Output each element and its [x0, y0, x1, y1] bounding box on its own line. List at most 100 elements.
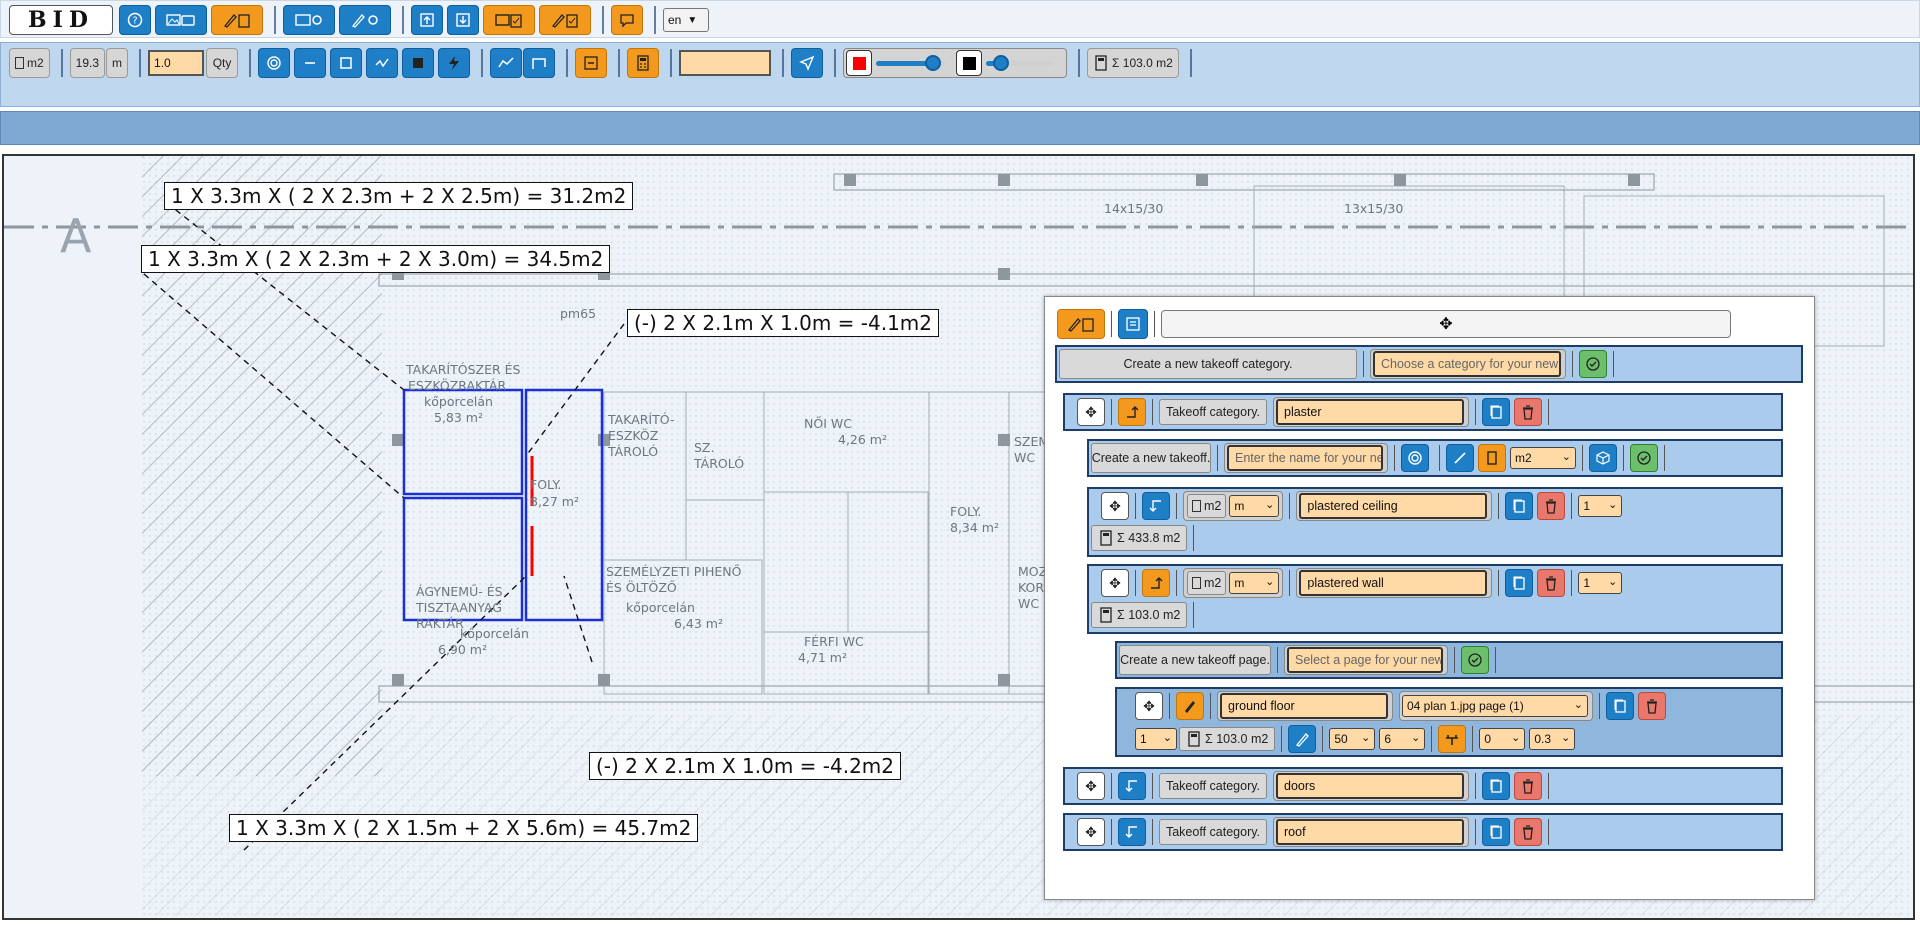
category-name-input[interactable]: Choose a category for your new	[1373, 351, 1561, 377]
collapse-button[interactable]	[1118, 398, 1146, 426]
line-tool-button[interactable]	[294, 48, 327, 78]
area-unit-toggle[interactable]: m2	[9, 48, 50, 78]
page-name-input[interactable]: ground floor	[1220, 693, 1388, 719]
app-logo[interactable]: BID	[9, 5, 113, 35]
expand-button[interactable]	[1118, 818, 1146, 846]
line-type-button[interactable]	[1446, 444, 1474, 472]
category-name-input[interactable]: doors	[1276, 773, 1464, 799]
length-unit-select[interactable]: m	[1229, 495, 1280, 517]
copy-button[interactable]	[1482, 772, 1510, 800]
drag-handle[interactable]: ✥	[1161, 310, 1731, 338]
copy-button[interactable]	[1482, 818, 1510, 846]
language-select[interactable]: en▼	[663, 8, 709, 32]
copy-button[interactable]	[1482, 398, 1510, 426]
move-button[interactable]: ✥	[1077, 398, 1105, 426]
offset-select-2[interactable]: 0.3	[1529, 728, 1576, 750]
count-value: 1	[1583, 576, 1591, 590]
slider-knob[interactable]	[925, 55, 942, 71]
polyline-extend-button[interactable]	[490, 48, 523, 78]
move-button[interactable]: ✥	[1101, 492, 1129, 520]
measurement-label[interactable]: (-) 2 X 2.1m X 1.0m = -4.1m2	[627, 309, 940, 337]
delete-button[interactable]	[1514, 398, 1542, 426]
copy-button[interactable]	[1505, 492, 1534, 520]
image-check-button[interactable]	[483, 5, 535, 35]
slider-knob[interactable]	[993, 55, 1010, 71]
measurement-label[interactable]: 1 X 3.3m X ( 2 X 1.5m + 2 X 5.6m) = 45.7…	[229, 814, 699, 842]
upload-button[interactable]	[411, 5, 443, 35]
pencil-clipboard-button[interactable]	[1057, 309, 1105, 339]
separator	[1571, 570, 1573, 596]
expand-button[interactable]	[1118, 772, 1146, 800]
help-button[interactable]: ?	[119, 5, 151, 35]
polyline-tool-button[interactable]	[366, 48, 399, 78]
collapse-button[interactable]	[1142, 569, 1170, 597]
copy-button[interactable]	[1606, 692, 1634, 720]
page-count-select[interactable]: 1	[1135, 728, 1177, 750]
deduct-button[interactable]	[575, 48, 608, 78]
send-button[interactable]	[791, 48, 824, 78]
length-value: 19.3	[69, 48, 106, 78]
delete-button[interactable]	[1537, 569, 1566, 597]
list-button[interactable]	[1118, 309, 1148, 339]
confirm-category-button[interactable]	[1579, 350, 1607, 378]
area-tool-button[interactable]	[258, 48, 291, 78]
copy-button[interactable]	[1505, 569, 1534, 597]
category-name-input[interactable]: plaster	[1276, 399, 1464, 425]
move-button[interactable]: ✥	[1101, 569, 1129, 597]
length-unit-select[interactable]: m	[1229, 572, 1280, 594]
count-select[interactable]: 1	[1578, 495, 1623, 517]
delete-button[interactable]	[1514, 818, 1542, 846]
count-select[interactable]: 1	[1578, 572, 1623, 594]
open-images-button[interactable]	[155, 5, 207, 35]
comment-button[interactable]	[611, 5, 643, 35]
move-button[interactable]: ✥	[1077, 818, 1105, 846]
page-file-select[interactable]: 04 plan 1.jpg page (1)	[1402, 695, 1588, 717]
expand-button[interactable]	[1142, 492, 1170, 520]
move-button[interactable]: ✥	[1135, 692, 1163, 720]
page-name-wrap: ground floor	[1217, 691, 1393, 721]
primary-color-swatch[interactable]	[846, 50, 873, 76]
move-button[interactable]: ✥	[1077, 772, 1105, 800]
edit-clipboard-button[interactable]	[211, 5, 263, 35]
page-select-input[interactable]: Select a page for your new takec	[1287, 647, 1443, 673]
polyline-edit-button[interactable]	[523, 48, 556, 78]
fill-tool-button[interactable]	[402, 48, 435, 78]
scale-button[interactable]	[1288, 725, 1317, 753]
qty-input[interactable]: 1.0	[148, 50, 205, 76]
measurement-label[interactable]: 1 X 3.3m X ( 2 X 2.3m + 2 X 3.0m) = 34.5…	[141, 245, 611, 273]
area-type-button[interactable]	[1401, 444, 1429, 472]
takeoff-name-input[interactable]: plastered wall	[1299, 570, 1488, 596]
category-name-input[interactable]: roof	[1276, 819, 1464, 845]
trash-icon	[1546, 499, 1557, 514]
scale-select-1[interactable]: 50	[1329, 728, 1376, 750]
unit-toggle[interactable]: m2	[1187, 571, 1227, 595]
takeoff-unit-select[interactable]: m2	[1510, 447, 1576, 469]
text-input[interactable]	[679, 50, 772, 76]
secondary-color-swatch[interactable]	[956, 50, 983, 76]
takeoff-name-input[interactable]: plastered ceiling	[1299, 493, 1488, 519]
confirm-page-button[interactable]	[1461, 646, 1489, 674]
confirm-takeoff-button[interactable]	[1630, 444, 1658, 472]
image-settings-button[interactable]	[283, 5, 335, 35]
pencil-settings-button[interactable]	[339, 5, 391, 35]
primary-opacity-slider[interactable]	[874, 51, 952, 75]
quick-tool-button[interactable]	[438, 48, 471, 78]
rectangle-tool-button[interactable]	[330, 48, 363, 78]
delete-button[interactable]	[1514, 772, 1542, 800]
scale-select-2[interactable]: 6	[1379, 728, 1426, 750]
delete-button[interactable]	[1537, 492, 1566, 520]
secondary-opacity-slider[interactable]	[984, 51, 1060, 75]
pencil-check-button[interactable]	[539, 5, 591, 35]
unit-toggle[interactable]: m2	[1187, 494, 1227, 518]
sheet-type-button[interactable]	[1478, 444, 1506, 472]
delete-button[interactable]	[1638, 692, 1666, 720]
volume-type-button[interactable]	[1589, 444, 1617, 472]
download-button[interactable]	[447, 5, 479, 35]
measurement-label[interactable]: 1 X 3.3m X ( 2 X 2.3m + 2 X 2.5m) = 31.2…	[164, 182, 634, 210]
calculator-button[interactable]	[627, 48, 660, 78]
offset-select-1[interactable]: 0	[1479, 728, 1526, 750]
draw-button[interactable]	[1176, 692, 1204, 720]
offset-tool-button[interactable]	[1438, 725, 1467, 753]
measurement-label[interactable]: (-) 2 X 2.1m X 1.0m = -4.2m2	[589, 752, 902, 780]
takeoff-name-input[interactable]: Enter the name for your new take	[1227, 445, 1383, 471]
